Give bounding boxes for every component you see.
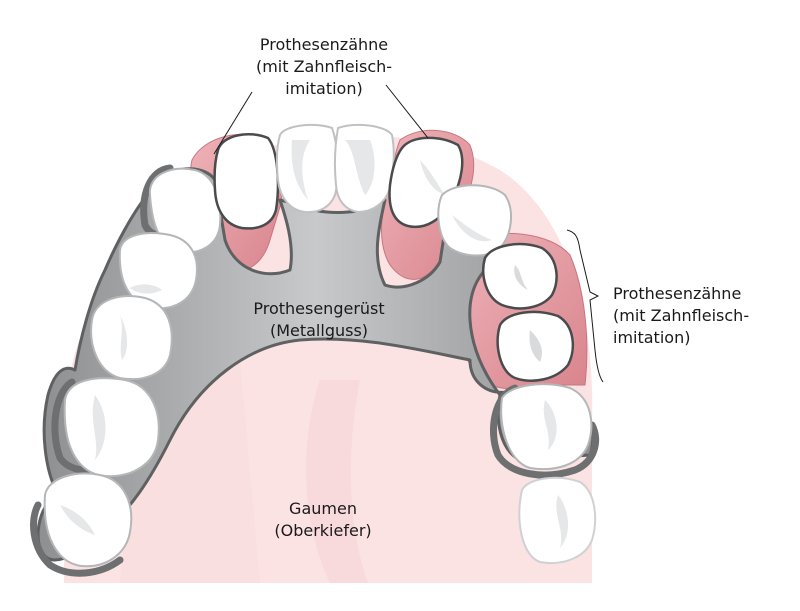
palate-inner-shade bbox=[120, 360, 260, 583]
label-palate-line1: Gaumen bbox=[289, 499, 357, 518]
label-right-teeth-line3: imitation) bbox=[613, 328, 691, 347]
prosthetic-teeth-right bbox=[482, 242, 575, 382]
label-framework: Prothesengerüst (Metallguss) bbox=[253, 298, 384, 342]
label-framework-line1: Prothesengerüst bbox=[253, 299, 385, 318]
tooth-right-canine bbox=[437, 184, 512, 257]
tooth-left-premolar-2 bbox=[90, 295, 173, 381]
palate-raphe bbox=[306, 380, 368, 583]
leader-line-top-left bbox=[213, 91, 253, 155]
prosthetic-tooth-top-left bbox=[213, 133, 280, 230]
tooth-left-molar-2 bbox=[43, 472, 133, 568]
label-top-teeth-line2: (mit Zahnfleisch- bbox=[255, 57, 393, 76]
natural-teeth-left bbox=[43, 167, 222, 568]
label-palate-line2: (Oberkiefer) bbox=[274, 521, 372, 540]
label-right-teeth: Prothesenzähne (mit Zahnfleisch- imitati… bbox=[613, 283, 749, 349]
natural-incisors bbox=[275, 123, 395, 214]
label-right-teeth-line2: (mit Zahnfleisch- bbox=[613, 306, 750, 325]
clasp-left-lower bbox=[30, 501, 124, 577]
clasp-right-molar bbox=[489, 384, 600, 479]
label-top-teeth-line1: Prothesenzähne bbox=[259, 35, 389, 54]
tooth-left-molar-1 bbox=[63, 377, 160, 478]
label-right-teeth-line1: Prothesenzähne bbox=[613, 284, 742, 303]
tooth-right-molar-2 bbox=[518, 476, 597, 564]
leader-line-top-right bbox=[385, 84, 429, 139]
label-framework-line2: (Metallguss) bbox=[269, 321, 369, 340]
tooth-right-molar-1 bbox=[500, 383, 593, 471]
label-palate: Gaumen (Oberkiefer) bbox=[274, 498, 371, 542]
label-top-teeth: Prothesenzähne (mit Zahnfleisch- imitati… bbox=[256, 34, 392, 100]
label-top-teeth-line3: imitation) bbox=[285, 79, 363, 98]
curly-brace-right bbox=[566, 229, 604, 383]
